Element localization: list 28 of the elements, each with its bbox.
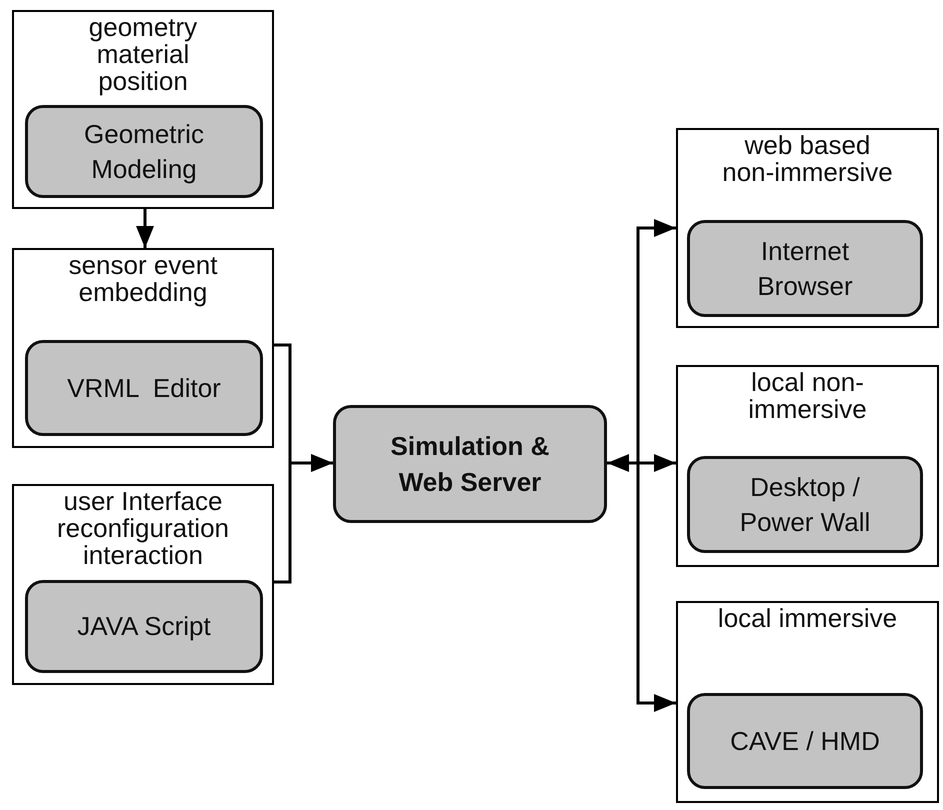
process-box bbox=[25, 340, 263, 436]
box-label: Internet Browser bbox=[756, 234, 854, 302]
group-heading: local non-immersive bbox=[747, 369, 868, 423]
connector-arrow bbox=[274, 454, 333, 584]
group-heading: web based non-immersive bbox=[721, 132, 894, 186]
group-box bbox=[12, 248, 274, 448]
group-box bbox=[12, 484, 274, 685]
group-box bbox=[676, 365, 939, 567]
group-heading: geometry material position bbox=[88, 14, 198, 95]
group-box bbox=[12, 10, 274, 209]
group-heading: local immersive bbox=[716, 605, 898, 632]
box-label: Geometric Modeling bbox=[83, 118, 205, 186]
process-box bbox=[333, 405, 607, 523]
process-box bbox=[687, 456, 923, 553]
process-box bbox=[687, 220, 923, 317]
connector-arrow bbox=[136, 209, 154, 248]
box-label: Simulation & Web Server bbox=[390, 430, 550, 499]
group-heading: sensor event embedding bbox=[68, 252, 218, 306]
group-box bbox=[676, 601, 939, 803]
box-label: VRML Editor bbox=[67, 372, 221, 404]
group-heading: user Interface reconfiguration interaction bbox=[56, 488, 230, 569]
process-box bbox=[687, 693, 923, 789]
box-label: CAVE / HMD bbox=[730, 724, 880, 758]
process-box bbox=[25, 105, 263, 198]
box-label: JAVA Script bbox=[77, 610, 211, 643]
process-box bbox=[25, 580, 263, 673]
box-label: Desktop / Power Wall bbox=[738, 470, 872, 538]
group-box bbox=[676, 128, 939, 328]
